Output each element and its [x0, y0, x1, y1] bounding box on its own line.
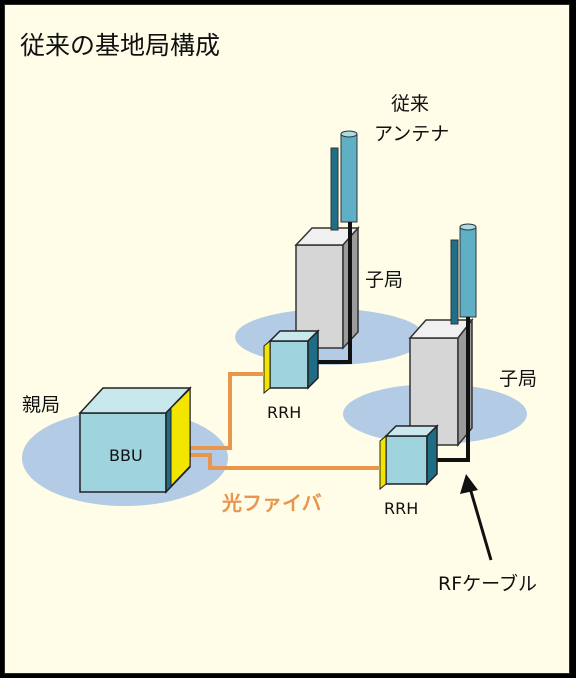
- rrh-1-side: [307, 329, 319, 390]
- bbu-unit: [78, 386, 192, 494]
- optical-fiber-2: [185, 453, 380, 470]
- antenna-1-top: [340, 130, 358, 138]
- rrh-2-front: [385, 435, 428, 485]
- diagram-title: 従来の基地局構成: [20, 31, 220, 60]
- rrh-2-side: [426, 424, 438, 486]
- antenna-2-top: [459, 223, 477, 231]
- parent-station-label: 親局: [22, 394, 60, 416]
- bbu-port: [170, 387, 191, 488]
- rrh-1-port: [263, 339, 271, 395]
- rf-cable-label: RFケーブル: [438, 572, 537, 595]
- child-station-1-label: 子局: [365, 269, 403, 291]
- antenna-1-pole: [330, 147, 339, 231]
- optical-fiber-label: 光ファイバ: [221, 491, 322, 515]
- antenna-2-pole: [450, 239, 459, 325]
- antenna-2: [459, 226, 477, 318]
- antenna-label-line2: アンテナ: [374, 123, 449, 145]
- rrh-1-label: RRH: [267, 403, 301, 422]
- rrh-2-port: [379, 434, 387, 491]
- bbu-label: BBU: [109, 446, 143, 465]
- child-station-2-label: 子局: [499, 368, 537, 390]
- child-station-1: [263, 130, 360, 395]
- child-station-2: [379, 223, 477, 491]
- antenna-label-line1: 従来: [391, 93, 429, 115]
- optical-fiber-1: [185, 372, 264, 450]
- rf-cable-arrow-head: [460, 474, 478, 494]
- rrh-2-label: RRH: [384, 499, 418, 518]
- rf-cable-arrow-shaft: [468, 487, 493, 561]
- rf-cable-2: [436, 317, 470, 462]
- rrh-1-front: [269, 340, 309, 389]
- antenna-1: [340, 133, 358, 223]
- rf-cable-1: [318, 222, 352, 364]
